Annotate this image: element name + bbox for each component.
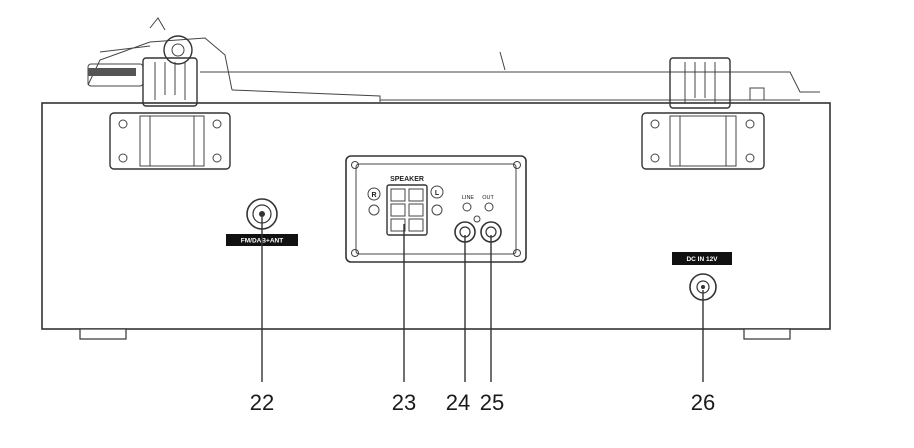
foot-right [743,328,791,340]
right-channel-mark: R [371,192,376,199]
hinge-left [109,57,231,170]
left-channel-mark: L [435,190,440,197]
out-label: OUT [482,195,494,201]
antenna-connector [246,198,278,230]
tonearm-assembly [87,17,381,102]
callout-26: 26 [691,390,715,415]
dc-in-jack [689,273,717,301]
hinge-right [641,57,765,170]
callout-22: 22 [250,390,274,415]
foot-left [79,328,127,340]
leader-lines [261,217,704,382]
line-label: LINE [462,195,475,201]
dc-in-tag: DC IN 12V [672,252,732,265]
speaker-panel: SPEAKER R L LINE OUT [345,155,527,263]
callout-25: 25 [480,390,504,415]
callout-23: 23 [392,390,416,415]
speaker-label: SPEAKER [390,176,424,183]
dc-in-tag-text: DC IN 12V [686,256,718,263]
callout-24: 24 [446,390,470,415]
